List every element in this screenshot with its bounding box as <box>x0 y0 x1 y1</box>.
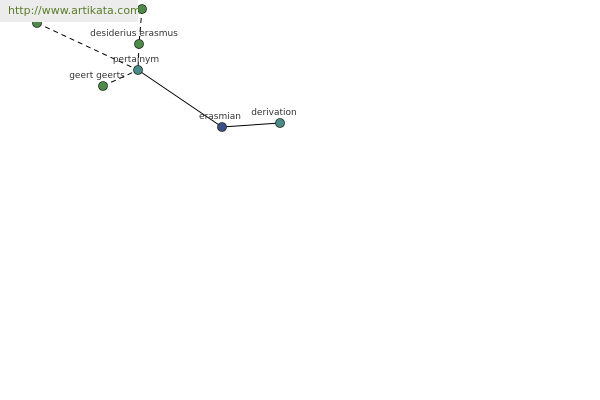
edge-top-desiderius <box>138 8 143 45</box>
node-erasmian[interactable] <box>217 122 227 132</box>
node-label-erasmian[interactable]: erasmian <box>199 112 241 122</box>
node-pertainym[interactable] <box>133 65 143 75</box>
node-label-desiderius[interactable]: desiderius erasmus <box>90 29 178 39</box>
edge-geert-pertainym <box>102 69 139 87</box>
node-derivation[interactable] <box>275 118 285 128</box>
node-geert[interactable] <box>98 81 108 91</box>
node-label-pertainym[interactable]: pertainym <box>113 55 159 65</box>
node-label-derivation[interactable]: derivation <box>251 108 297 118</box>
node-desiderius[interactable] <box>134 39 144 49</box>
site-watermark[interactable]: http://www.artikata.com <box>0 0 141 22</box>
edge-erasmian-derivation <box>221 122 281 128</box>
node-label-geert[interactable]: geert geerts <box>69 71 125 81</box>
edge-pertainym-erasmian <box>137 69 223 128</box>
edge-top-left-pertainym <box>36 22 139 71</box>
graph-edges <box>36 8 281 128</box>
graph-labels: desiderius erasmus pertainym geert geerts e… <box>69 29 297 122</box>
graph-nodes <box>32 4 285 132</box>
